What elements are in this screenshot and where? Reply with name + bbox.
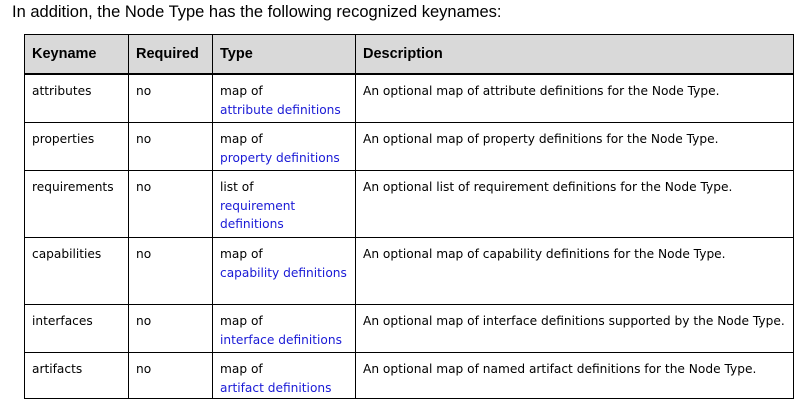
cell-required: no [128,352,213,399]
header-keyname: Keyname [24,34,129,75]
cell-required: no [128,304,213,353]
type-prefix: list of [220,180,254,194]
cell-type: map of interface definitions [212,304,356,353]
type-definition-link[interactable]: attribute definitions [220,102,341,117]
type-prefix: map of [220,314,263,328]
cell-description: An optional map of capability definition… [355,237,794,305]
table-row: attributes no map of attribute definition… [24,73,794,123]
type-prefix: map of [220,362,263,376]
type-definition-link[interactable]: interface definitions [220,332,342,347]
cell-keyname: interfaces [24,304,129,353]
header-type: Type [212,34,356,75]
header-required: Required [128,34,213,75]
cell-type: map of property definitions [212,122,356,171]
cell-keyname: artifacts [24,352,129,399]
intro-paragraph: In addition, the Node Type has the follo… [12,3,502,21]
table-row: requirements no list of requirement defin… [24,170,794,238]
table-header-row: Keyname Required Type Description [24,34,794,75]
type-prefix: map of [220,84,263,98]
cell-keyname: properties [24,122,129,171]
cell-description: An optional map of attribute definitions… [355,73,794,123]
cell-required: no [128,73,213,123]
type-definition-link[interactable]: artifact definitions [220,380,332,395]
type-prefix: map of [220,247,263,261]
cell-required: no [128,122,213,171]
type-definition-link[interactable]: capability definitions [220,265,347,280]
table-row: properties no map of property definitions… [24,122,794,171]
cell-type: map of capability definitions [212,237,356,305]
header-description: Description [355,34,794,75]
cell-description: An optional map of property definitions … [355,122,794,171]
table-row: capabilities no map of capability definit… [24,237,794,305]
cell-type: map of artifact definitions [212,352,356,399]
cell-type: list of requirement definitions [212,170,356,238]
cell-keyname: requirements [24,170,129,238]
cell-type: map of attribute definitions [212,73,356,123]
cell-required: no [128,170,213,238]
cell-description: An optional map of interface definitions… [355,304,794,353]
cell-description: An optional map of named artifact defini… [355,352,794,399]
keynames-table: Keyname Required Type Description attrib… [24,34,794,399]
type-definition-link[interactable]: property definitions [220,150,340,165]
type-definition-link[interactable]: requirement definitions [220,198,296,232]
cell-required: no [128,237,213,305]
type-prefix: map of [220,132,263,146]
cell-keyname: capabilities [24,237,129,305]
cell-keyname: attributes [24,73,129,123]
cell-description: An optional list of requirement definiti… [355,170,794,238]
table-row: interfaces no map of interface definition… [24,304,794,353]
